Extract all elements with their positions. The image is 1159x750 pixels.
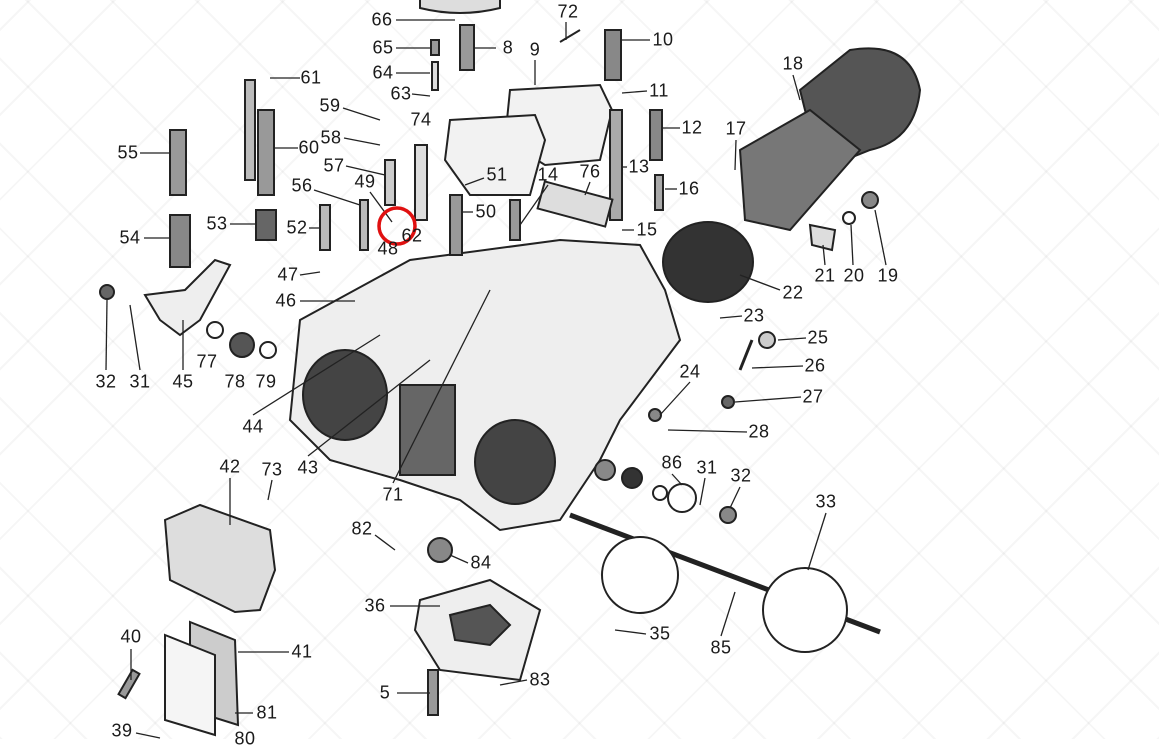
part-label-9: 9	[529, 39, 541, 60]
part-label-15: 15	[636, 219, 658, 240]
part-label-71: 71	[382, 484, 404, 505]
part-label-22: 22	[782, 282, 804, 303]
part-label-57: 57	[323, 155, 345, 176]
part-label-60: 60	[298, 137, 320, 158]
top-cover	[419, 0, 501, 14]
part-label-5: 5	[379, 682, 391, 703]
part-label-49: 49	[354, 171, 376, 192]
part-label-18: 18	[782, 53, 804, 74]
intake-port-right	[474, 419, 556, 505]
part-label-78: 78	[224, 371, 246, 392]
part-label-13: 13	[628, 156, 650, 177]
air-horn-22	[662, 221, 754, 303]
part-label-27: 27	[802, 386, 824, 407]
part-label-24: 24	[679, 361, 701, 382]
part-label-72: 72	[557, 1, 579, 22]
part-label-48: 48	[377, 238, 399, 259]
part-label-62: 62	[401, 225, 423, 246]
part-label-25: 25	[807, 327, 829, 348]
part-label-80: 80	[234, 728, 256, 749]
part-label-53: 53	[206, 213, 228, 234]
part-label-65: 65	[372, 37, 394, 58]
part-label-47: 47	[277, 264, 299, 285]
part-label-79: 79	[255, 371, 277, 392]
part-label-58: 58	[320, 127, 342, 148]
part-label-76: 76	[579, 161, 601, 182]
part-42	[163, 503, 277, 614]
part-label-74: 74	[410, 109, 432, 130]
part-label-59: 59	[319, 95, 341, 116]
part-label-54: 54	[119, 227, 141, 248]
part-label-32: 32	[95, 371, 117, 392]
air-horn-17	[738, 108, 862, 232]
part-label-23: 23	[743, 305, 765, 326]
part-label-32: 32	[730, 465, 752, 486]
part-label-46: 46	[275, 290, 297, 311]
leader-lines	[105, 19, 887, 739]
part-label-41: 41	[291, 641, 313, 662]
part-label-83: 83	[529, 669, 551, 690]
part-label-17: 17	[725, 118, 747, 139]
part-label-81: 81	[256, 702, 278, 723]
part-label-14: 14	[537, 164, 559, 185]
part-label-50: 50	[475, 201, 497, 222]
part-label-42: 42	[219, 456, 241, 477]
part-label-20: 20	[843, 265, 865, 286]
part-label-26: 26	[804, 355, 826, 376]
part-label-40: 40	[120, 626, 142, 647]
part-label-66: 66	[371, 9, 393, 30]
lever-45	[143, 258, 232, 337]
body-window	[399, 384, 456, 476]
part-label-64: 64	[372, 62, 394, 83]
carburetor-body	[288, 238, 682, 532]
part-label-8: 8	[502, 37, 514, 58]
plate-81	[164, 633, 216, 737]
part-label-61: 61	[300, 67, 322, 88]
part-label-19: 19	[877, 265, 899, 286]
part-label-51: 51	[486, 164, 508, 185]
part-label-77: 77	[196, 351, 218, 372]
part-label-63: 63	[390, 83, 412, 104]
throttle-disc-left	[601, 536, 679, 614]
part-label-28: 28	[748, 421, 770, 442]
part-label-35: 35	[649, 623, 671, 644]
part-label-82: 82	[351, 518, 373, 539]
part-label-73: 73	[261, 459, 283, 480]
part-label-56: 56	[291, 175, 313, 196]
part-label-12: 12	[681, 117, 703, 138]
part-label-85: 85	[710, 637, 732, 658]
intake-port-left	[302, 349, 388, 441]
part-label-84: 84	[470, 552, 492, 573]
part-label-11: 11	[649, 80, 669, 101]
part-label-36: 36	[364, 595, 386, 616]
part-label-52: 52	[286, 217, 308, 238]
part-label-44: 44	[242, 416, 264, 437]
part-label-43: 43	[297, 457, 319, 478]
throttle-disc-right	[762, 567, 848, 653]
part-label-10: 10	[652, 29, 674, 50]
part-label-31: 31	[696, 457, 718, 478]
part-label-33: 33	[815, 491, 837, 512]
part-label-55: 55	[117, 142, 139, 163]
float-9b	[443, 113, 547, 196]
part-label-16: 16	[678, 178, 700, 199]
part-label-31: 31	[129, 371, 151, 392]
highlight-circle	[377, 206, 417, 246]
part-label-45: 45	[172, 371, 194, 392]
part-label-21: 21	[814, 265, 836, 286]
part-label-39: 39	[111, 720, 133, 741]
part-label-86: 86	[661, 452, 683, 473]
